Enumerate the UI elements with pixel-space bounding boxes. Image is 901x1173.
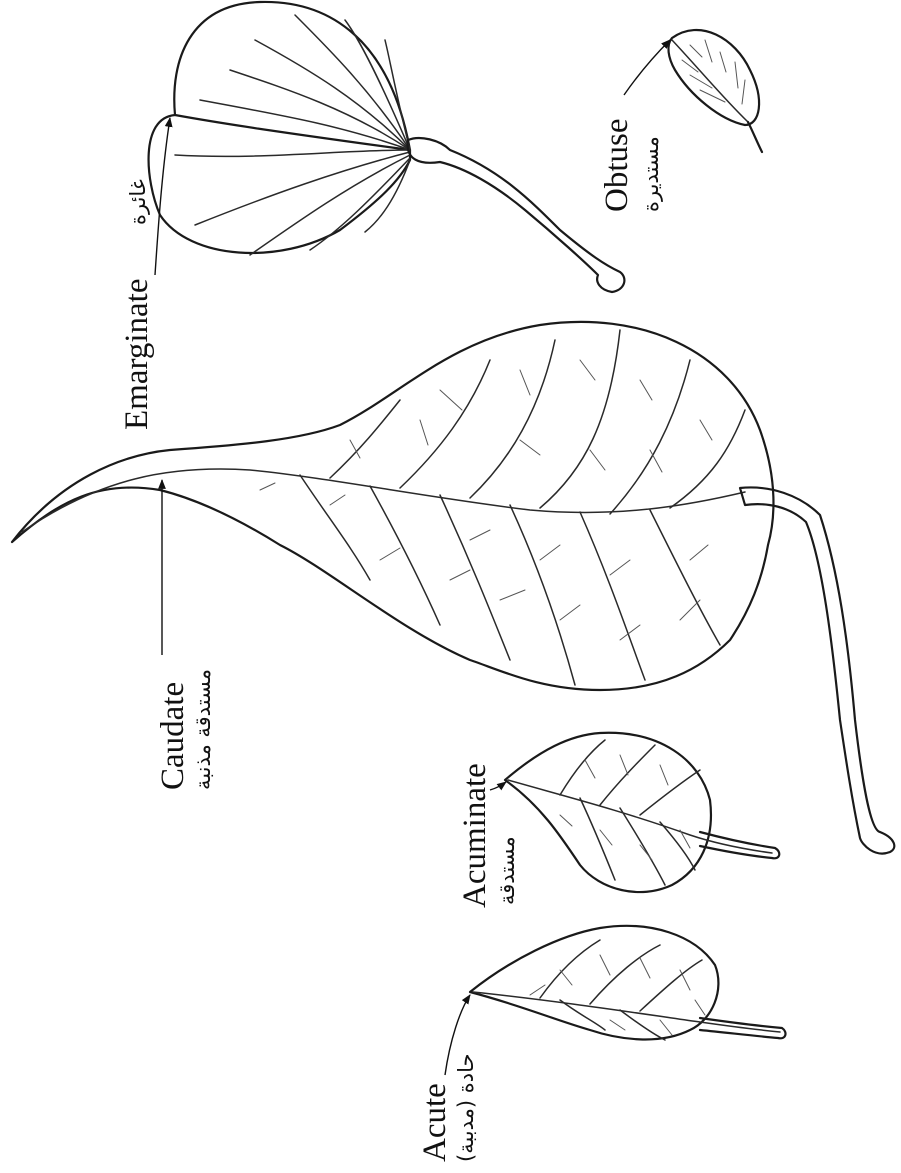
caudate-label-group: Caudate مستدقة مذنبة [155,480,215,790]
obtuse-label-group: Obtuse مستديرة [599,40,670,212]
caudate-label: Caudate [155,682,191,790]
acuminate-label-group: Acuminate مستدقة [457,763,519,908]
acuminate-leaf [505,733,779,892]
emarginate-arrow [155,118,170,275]
caudate-label-ar: مستدقة مذنبة [191,669,215,790]
obtuse-label-ar: مستديرة [639,136,663,212]
acuminate-label-ar: مستدقة [495,836,519,905]
emarginate-leaf [149,2,625,292]
acute-label: Acute [417,1083,453,1162]
emarginate-label-group: Emarginate غائرة [119,118,170,430]
emarginate-label-ar: غائرة [126,179,150,225]
emarginate-label: Emarginate [119,279,155,431]
acuminate-label: Acuminate [457,763,493,908]
acute-label-ar: حادة (مدببة) [454,1053,478,1162]
acute-leaf [470,926,785,1040]
obtuse-arrow [624,40,670,95]
obtuse-leaf [668,30,762,152]
acute-label-group: Acute حادة (مدببة) [417,995,478,1162]
obtuse-label: Obtuse [599,119,635,213]
